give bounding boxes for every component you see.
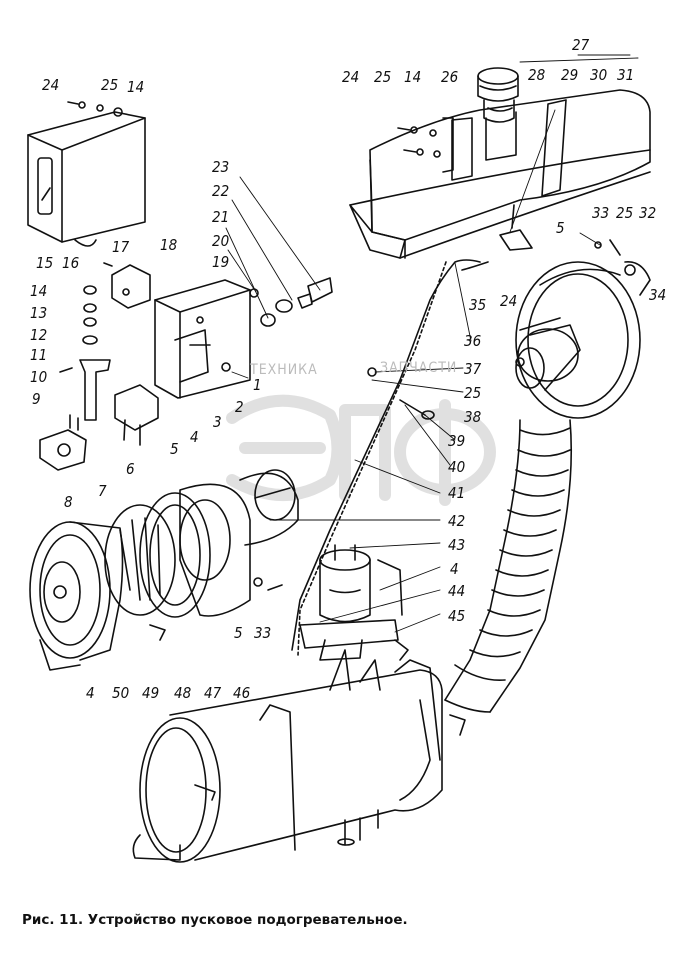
callout-39: 39 xyxy=(448,432,465,450)
callout-5: 5 xyxy=(170,440,179,458)
fuel-tank xyxy=(349,67,651,259)
tank-fasteners xyxy=(397,117,454,173)
callout-33-bottom: 33 xyxy=(254,624,271,642)
callout-2: 2 xyxy=(235,398,244,416)
fan-motor-assembly xyxy=(29,469,299,671)
callout-15: 15 xyxy=(36,254,53,272)
watermark-right: ЗАПЧАСТИ xyxy=(380,360,457,376)
callout-25: 25 xyxy=(101,76,118,94)
callout-28: 28 xyxy=(528,66,545,84)
small-fasteners xyxy=(253,239,621,591)
callout-20: 20 xyxy=(212,232,229,250)
leader-lines xyxy=(225,54,639,633)
callout-38: 38 xyxy=(464,408,481,426)
callout-34: 34 xyxy=(649,286,666,304)
callout-41: 41 xyxy=(448,484,465,502)
air-duct-hose xyxy=(444,419,573,713)
callout-32: 32 xyxy=(639,204,656,222)
glow-plug-and-washers xyxy=(249,277,333,327)
callout-49: 49 xyxy=(142,684,159,702)
callout-43: 43 xyxy=(448,536,465,554)
watermark-left: ТЕХНИКА xyxy=(249,362,318,378)
callout-9: 9 xyxy=(32,390,41,408)
fuel-pump-filter xyxy=(299,544,409,661)
callout-35: 35 xyxy=(469,296,486,314)
callout-24: 24 xyxy=(42,76,59,94)
callout-14: 14 xyxy=(127,78,144,96)
callout-4: 4 xyxy=(190,428,199,446)
callout-42: 42 xyxy=(448,512,465,530)
callout-11: 11 xyxy=(30,346,47,364)
callout-25-tank: 25 xyxy=(374,68,391,86)
blower-assembly xyxy=(515,261,651,419)
callout-21: 21 xyxy=(212,208,229,226)
switch-unit xyxy=(103,262,151,309)
callout-10: 10 xyxy=(30,368,47,386)
callout-23: 23 xyxy=(212,158,229,176)
callout-22: 22 xyxy=(212,182,229,200)
callout-labels: 24 25 14 23 22 21 20 19 18 17 16 15 14 1… xyxy=(30,36,666,702)
callout-14-tank: 14 xyxy=(404,68,421,86)
washer-stack xyxy=(59,285,111,421)
switch-box xyxy=(27,111,146,247)
callout-4-right: 4 xyxy=(450,560,459,578)
callout-6: 6 xyxy=(126,460,135,478)
callout-13: 13 xyxy=(30,304,47,322)
callout-1: 1 xyxy=(253,376,262,394)
callout-18: 18 xyxy=(160,236,177,254)
callout-14b: 14 xyxy=(30,282,47,300)
callout-25-right: 25 xyxy=(616,204,633,222)
callout-40: 40 xyxy=(448,458,465,476)
heater-boiler xyxy=(132,649,466,863)
callout-7: 7 xyxy=(98,482,107,500)
switch-box-fasteners xyxy=(67,101,123,117)
callout-30: 30 xyxy=(590,66,607,84)
callout-25-mid: 25 xyxy=(464,384,481,402)
callout-24-right: 24 xyxy=(500,292,517,310)
callout-31: 31 xyxy=(617,66,634,84)
callout-36: 36 xyxy=(464,332,481,350)
resistor-and-plug xyxy=(39,384,159,471)
control-box xyxy=(154,279,251,399)
callout-29: 29 xyxy=(561,66,578,84)
callout-17: 17 xyxy=(112,238,130,256)
callout-16: 16 xyxy=(62,254,79,272)
callout-4-bottom: 4 xyxy=(86,684,95,702)
watermark xyxy=(226,394,496,506)
callout-27: 27 xyxy=(572,36,590,54)
callout-50: 50 xyxy=(112,684,129,702)
callout-3: 3 xyxy=(213,413,222,431)
callout-47: 47 xyxy=(204,684,222,702)
callout-45: 45 xyxy=(448,607,465,625)
callout-8: 8 xyxy=(64,493,73,511)
callout-44: 44 xyxy=(448,582,465,600)
callout-37: 37 xyxy=(464,360,482,378)
callout-12: 12 xyxy=(30,326,47,344)
callout-48: 48 xyxy=(174,684,191,702)
callout-5-right: 5 xyxy=(556,219,565,237)
callout-33-right: 33 xyxy=(592,204,609,222)
callout-46: 46 xyxy=(233,684,250,702)
callout-19: 19 xyxy=(212,253,229,271)
callout-26: 26 xyxy=(441,68,458,86)
callout-5-bottom: 5 xyxy=(234,624,243,642)
callout-24-tank: 24 xyxy=(342,68,359,86)
figure-caption: Рис. 11. Устройство пусковое подогревате… xyxy=(22,912,408,928)
